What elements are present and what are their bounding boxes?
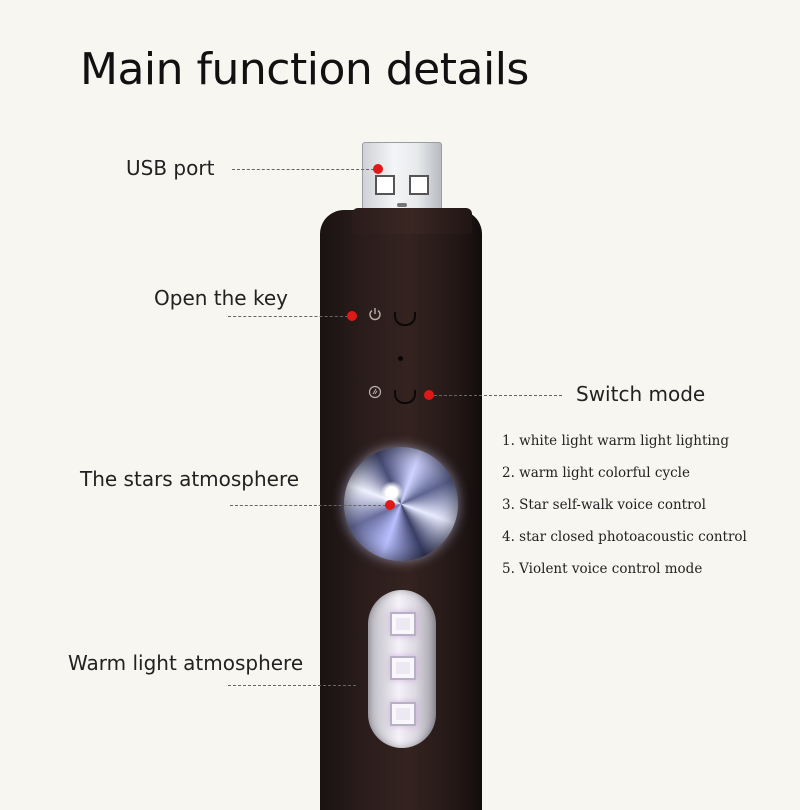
power-icon xyxy=(367,306,383,326)
label-warm: Warm light atmosphere xyxy=(68,651,304,675)
usb-slot-right xyxy=(409,175,429,195)
power-button[interactable] xyxy=(394,312,416,326)
star-projector-ball xyxy=(344,447,458,561)
mode-item: 5. Violent voice control mode xyxy=(502,561,703,577)
device-collar xyxy=(352,208,472,234)
page-title: Main function details xyxy=(80,44,529,95)
led-chip xyxy=(390,612,416,636)
callout-dot-usb xyxy=(373,164,383,174)
mode-icon xyxy=(368,385,382,403)
led-chip xyxy=(390,702,416,726)
mode-item: 4. star closed photoacoustic control xyxy=(502,529,747,545)
callout-line-warm xyxy=(228,685,356,686)
mode-button[interactable] xyxy=(394,390,416,404)
mode-item: 1. white light warm light lighting xyxy=(502,433,730,449)
usb-pin xyxy=(397,203,407,207)
mode-item: 3. Star self-walk voice control xyxy=(502,497,706,513)
warm-light-panel xyxy=(368,590,436,748)
usb-slot-left xyxy=(375,175,395,195)
callout-dot-switch-mode xyxy=(424,390,434,400)
led-chip xyxy=(390,656,416,680)
callout-line-open-key xyxy=(228,316,348,317)
callout-line-usb xyxy=(232,169,374,170)
label-stars: The stars atmosphere xyxy=(80,467,300,491)
usb-connector xyxy=(362,142,442,215)
microphone-hole xyxy=(398,356,403,361)
callout-dot-stars xyxy=(385,500,395,510)
callout-line-stars xyxy=(230,505,386,506)
label-switch-mode: Switch mode xyxy=(576,382,706,406)
mode-list: 1. white light warm light lighting 2. wa… xyxy=(502,430,747,590)
label-open-key: Open the key xyxy=(154,286,288,310)
callout-line-switch-mode xyxy=(434,395,562,396)
callout-dot-open-key xyxy=(347,311,357,321)
label-usb-port: USB port xyxy=(126,156,215,180)
mode-item: 2. warm light colorful cycle xyxy=(502,465,690,481)
